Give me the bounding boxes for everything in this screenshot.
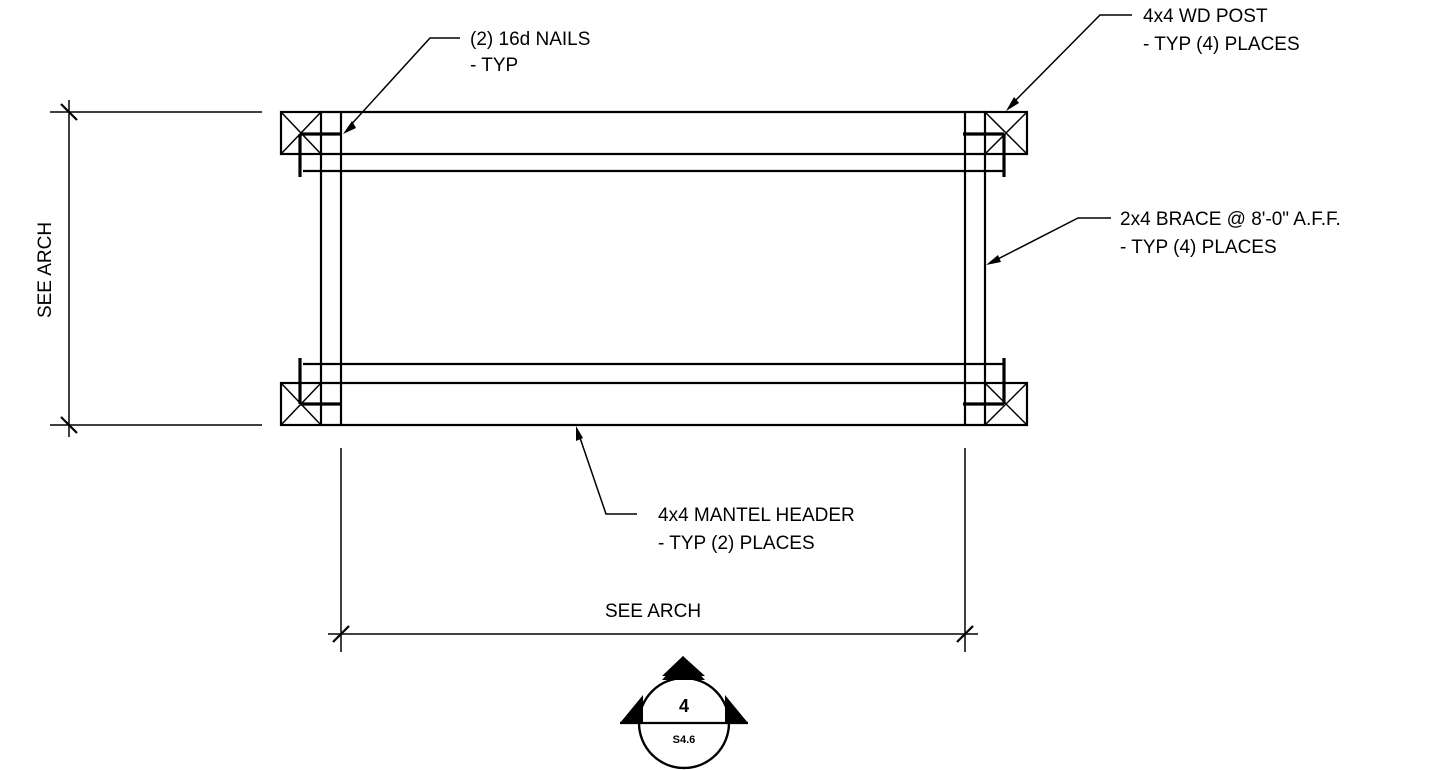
mantel-header-bottom <box>321 381 985 427</box>
dimension-horizontal-label: SEE ARCH <box>605 601 701 622</box>
nails-bottom-left <box>298 358 342 406</box>
callout-post-line1: 4x4 WD POST <box>1143 6 1268 27</box>
dimension-vertical-label: SEE ARCH <box>35 222 56 318</box>
section-marker: 4 S4.6 <box>620 656 748 770</box>
dimension-vertical: SEE ARCH <box>35 100 262 437</box>
brace-vertical-left <box>319 112 343 425</box>
callout-post-line2: - TYP (4) PLACES <box>1143 34 1300 55</box>
section-marker-number: 4 <box>679 696 689 716</box>
mantel-header-top <box>321 110 985 156</box>
leader-header <box>576 426 637 515</box>
callout-header-line2: - TYP (2) PLACES <box>658 533 815 554</box>
leader-nails <box>343 37 460 134</box>
section-marker-sheet: S4.6 <box>673 734 696 746</box>
nails-top-right <box>963 132 1006 177</box>
callout-header-line1: 4x4 MANTEL HEADER <box>658 505 855 526</box>
callout-brace-line1: 2x4 BRACE @ 8'-0" A.F.F. <box>1120 209 1341 230</box>
nails-top-left <box>298 132 342 177</box>
brace-vertical-right <box>963 112 987 425</box>
dimension-horizontal: SEE ARCH <box>328 448 978 652</box>
callout-nails-line2: - TYP <box>470 55 518 76</box>
leader-brace <box>986 217 1111 265</box>
nails-bottom-right <box>963 358 1006 406</box>
callout-brace-line2: - TYP (4) PLACES <box>1120 237 1277 258</box>
callout-nails-line1: (2) 16d NAILS <box>470 29 590 50</box>
leader-post <box>1006 14 1132 111</box>
